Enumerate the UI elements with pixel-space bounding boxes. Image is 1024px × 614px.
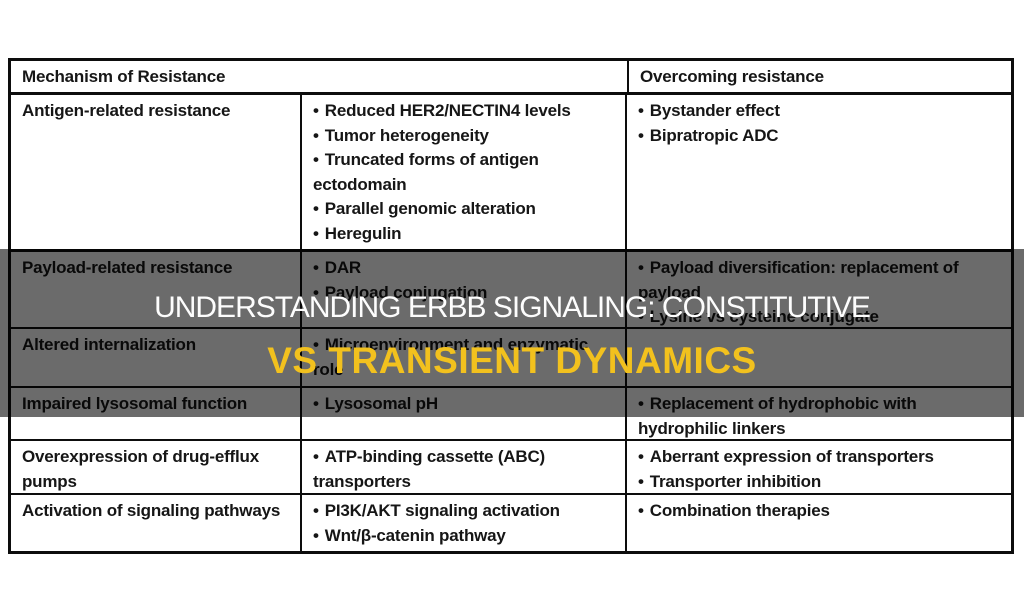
bullet-icon: • [313,125,319,145]
mechanism-cell: Activation of signaling pathways [11,495,302,551]
title-line-2: VS TRANSIENT DYNAMICS [267,340,757,381]
bullet-item: • Combination therapies [638,499,1001,524]
bullet-item: •Transporter inhibition [638,470,1001,494]
bullet-text: Reduced HER2/NECTIN4 levels [324,101,571,120]
bullet-icon: • [313,525,319,545]
overcoming-cell: • Combination therapies [627,495,1011,551]
bullet-item: •Truncated forms of antigen ectodomain [313,148,615,197]
bullet-text: Combination therapies [649,501,830,520]
bullet-text: Wnt/β-catenin pathway [324,525,506,545]
bullet-icon: • [313,101,319,120]
mechanism-cell: Overexpression of drug-efflux pumps [11,441,302,493]
bullet-item: •Wnt/β-catenin pathway [313,524,615,549]
bullet-icon: • [638,471,644,491]
bullet-text: ATP-binding cassette (ABC) transporters [313,447,545,491]
details-cell: •ATP-binding cassette (ABC) transporters [302,441,627,493]
table-row-antigen: Antigen-related resistance • Reduced HER2… [11,95,1011,252]
bullet-text: Transporter inhibition [649,471,822,491]
details-cell: •Reduced HER2/NECTIN4 levels •Tumor hete… [302,95,627,249]
bullet-item: • Aberrant expression of transporters [638,445,1001,470]
table-row-signaling: Activation of signaling pathways • PI3K/A… [11,495,1011,551]
bullet-icon: • [313,501,319,520]
table-header-row: Mechanism of Resistance Overcoming resis… [11,61,1011,95]
bullet-text: Aberrant expression of transporters [649,447,934,466]
bullet-item: • Bystander effect [638,99,1001,124]
table-row-efflux: Overexpression of drug-efflux pumps •ATP… [11,441,1011,495]
overcoming-cell: •Bystander effect •Bipratropic ADC [627,95,1011,249]
bullet-icon: • [313,447,319,466]
bullet-text: Truncated forms of antigen ectodomain [313,150,539,194]
bullet-text: Bystander effect [649,101,780,120]
bullet-item: • Parallel genomic alteration [313,197,615,222]
bullet-icon: • [313,223,319,243]
bullet-icon: • [638,101,644,120]
bullet-text: Tumor heterogeneity [324,125,489,145]
bullet-icon: • [313,199,319,218]
bullet-text: Parallel genomic alteration [324,199,536,218]
bullet-item: •ATP-binding cassette (ABC) transporters [313,445,615,493]
bullet-text: PI3K/AKT signaling activation [324,501,560,520]
bullet-item: •Heregulin [313,222,615,247]
header-cell-overcoming: Overcoming resistance [640,67,824,86]
bullet-icon: • [638,447,644,466]
title-overlay-band [0,249,1024,417]
bullet-item: • PI3K/AKT signaling activation [313,499,615,524]
title-line-1: UNDERSTANDING ERBB SIGNALING: CONSTITUTI… [154,291,871,324]
bullet-text: Bipratropic ADC [649,125,779,145]
overcoming-cell: •Aberrant expression of transporters •Tr… [627,441,1011,493]
mechanism-cell: Antigen-related resistance [11,95,302,249]
bullet-icon: • [638,125,644,145]
bullet-item: •Bipratropic ADC [638,124,1001,149]
bullet-icon: • [638,501,644,520]
details-cell: •PI3K/AKT signaling activation •Wnt/β-ca… [302,495,627,551]
bullet-item: • Reduced HER2/NECTIN4 levels [313,99,615,124]
bullet-text: Heregulin [324,223,402,243]
bullet-icon: • [313,150,319,169]
header-cell-mechanism: Mechanism of Resistance [11,61,629,92]
bullet-item: •Tumor heterogeneity [313,124,615,149]
